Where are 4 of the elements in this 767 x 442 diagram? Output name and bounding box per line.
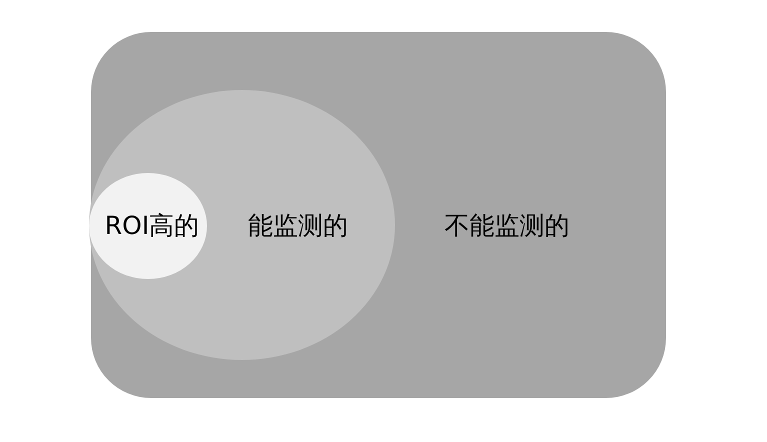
region-label: 不能监测的 bbox=[444, 211, 570, 241]
rounded-region bbox=[91, 32, 666, 398]
region-label: 能监测的 bbox=[248, 211, 348, 241]
region-label: ROI高的 bbox=[104, 211, 200, 241]
